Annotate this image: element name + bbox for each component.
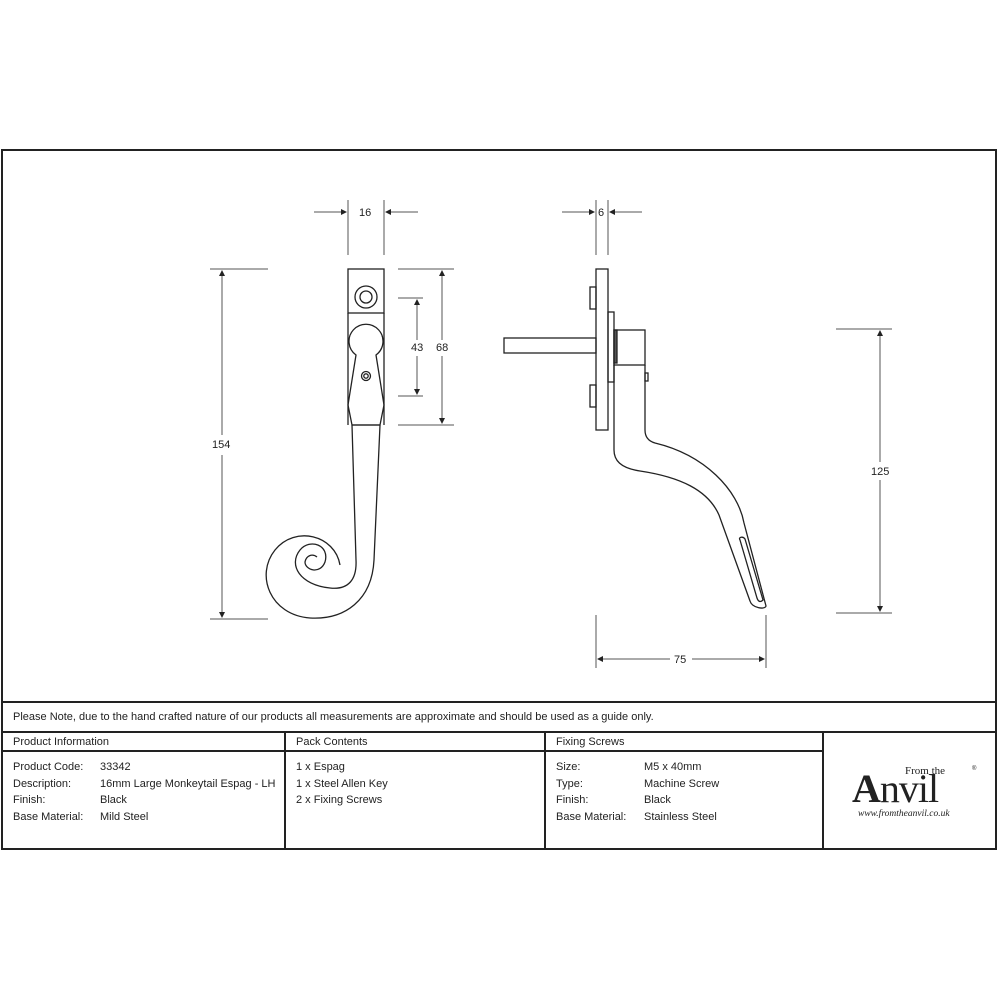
from-the-anvil-logo: From the ® Anvil www.fromtheanvil.co.uk: [852, 763, 982, 823]
description-row: Description: 16mm Large Monkeytail Espag …: [13, 776, 284, 793]
value: 16mm Large Monkeytail Espag - LH: [100, 777, 276, 790]
drawing-frame: [1, 149, 997, 850]
label: Size:: [556, 761, 581, 773]
screw-finish-row: Finish: Black: [556, 792, 822, 809]
dim-height-154: 154: [212, 439, 230, 451]
value: Stainless Steel: [644, 810, 717, 823]
base-material-row: Base Material: Mild Steel: [13, 809, 284, 826]
logo-panel: From the ® Anvil www.fromtheanvil.co.uk: [824, 733, 997, 850]
label: Finish:: [556, 794, 589, 806]
measurement-note: Please Note, due to the hand crafted nat…: [3, 701, 997, 731]
pack-item: 1 x Steel Allen Key: [296, 777, 388, 790]
label: Finish:: [13, 794, 46, 806]
pack-contents-heading: Pack Contents: [286, 733, 544, 752]
side-view: [503, 268, 767, 609]
label: Base Material:: [13, 810, 84, 823]
value: Mild Steel: [100, 810, 149, 823]
label: Description:: [13, 777, 72, 790]
pack-item: 2 x Fixing Screws: [296, 794, 383, 806]
product-information-heading: Product Information: [3, 733, 284, 752]
value: M5 x 40mm: [644, 761, 702, 773]
logo-top-text: From the: [905, 765, 946, 777]
dim-projection-75: 75: [674, 654, 686, 666]
dim-thickness-6: 6: [598, 207, 604, 219]
logo-wordmark: Anvil: [852, 766, 939, 811]
fixing-screws-heading: Fixing Screws: [546, 733, 822, 752]
info-table: Product Information Product Code: 33342 D…: [3, 731, 997, 850]
screw-size-row: Size: M5 x 40mm: [556, 759, 822, 776]
dim-width-16: 16: [359, 207, 371, 219]
screw-material-row: Base Material: Stainless Steel: [556, 809, 822, 826]
side-dimensions: [562, 200, 892, 668]
fixing-screws-panel: Fixing Screws Size: M5 x 40mm Type: Machin…: [546, 733, 824, 850]
logo-wordmark-rest: nvil: [879, 766, 939, 811]
value: Black: [100, 794, 127, 806]
front-dimensions: [210, 200, 454, 620]
pack-item: 1 x Espag: [296, 761, 345, 773]
label: Base Material:: [556, 810, 627, 823]
anvil-icon: A: [852, 766, 881, 811]
logo-url: www.fromtheanvil.co.uk: [858, 809, 950, 819]
product-code-row: Product Code: 33342: [13, 759, 284, 776]
value: Black: [644, 794, 671, 806]
dim-spacing-43: 43: [411, 342, 423, 354]
screw-type-row: Type: Machine Screw: [556, 776, 822, 793]
value: Machine Screw: [644, 777, 720, 790]
pack-contents-panel: Pack Contents 1 x Espag 1 x Steel Allen …: [286, 733, 546, 850]
registered-mark: ®: [972, 766, 977, 772]
label: Product Code:: [13, 761, 84, 773]
dim-height-68: 68: [436, 342, 448, 354]
value: 33342: [100, 761, 131, 773]
dim-drop-125: 125: [871, 466, 889, 478]
product-information-panel: Product Information Product Code: 33342 D…: [3, 733, 286, 850]
front-view: [265, 268, 385, 619]
finish-row: Finish: Black: [13, 792, 284, 809]
label: Type:: [556, 777, 583, 790]
